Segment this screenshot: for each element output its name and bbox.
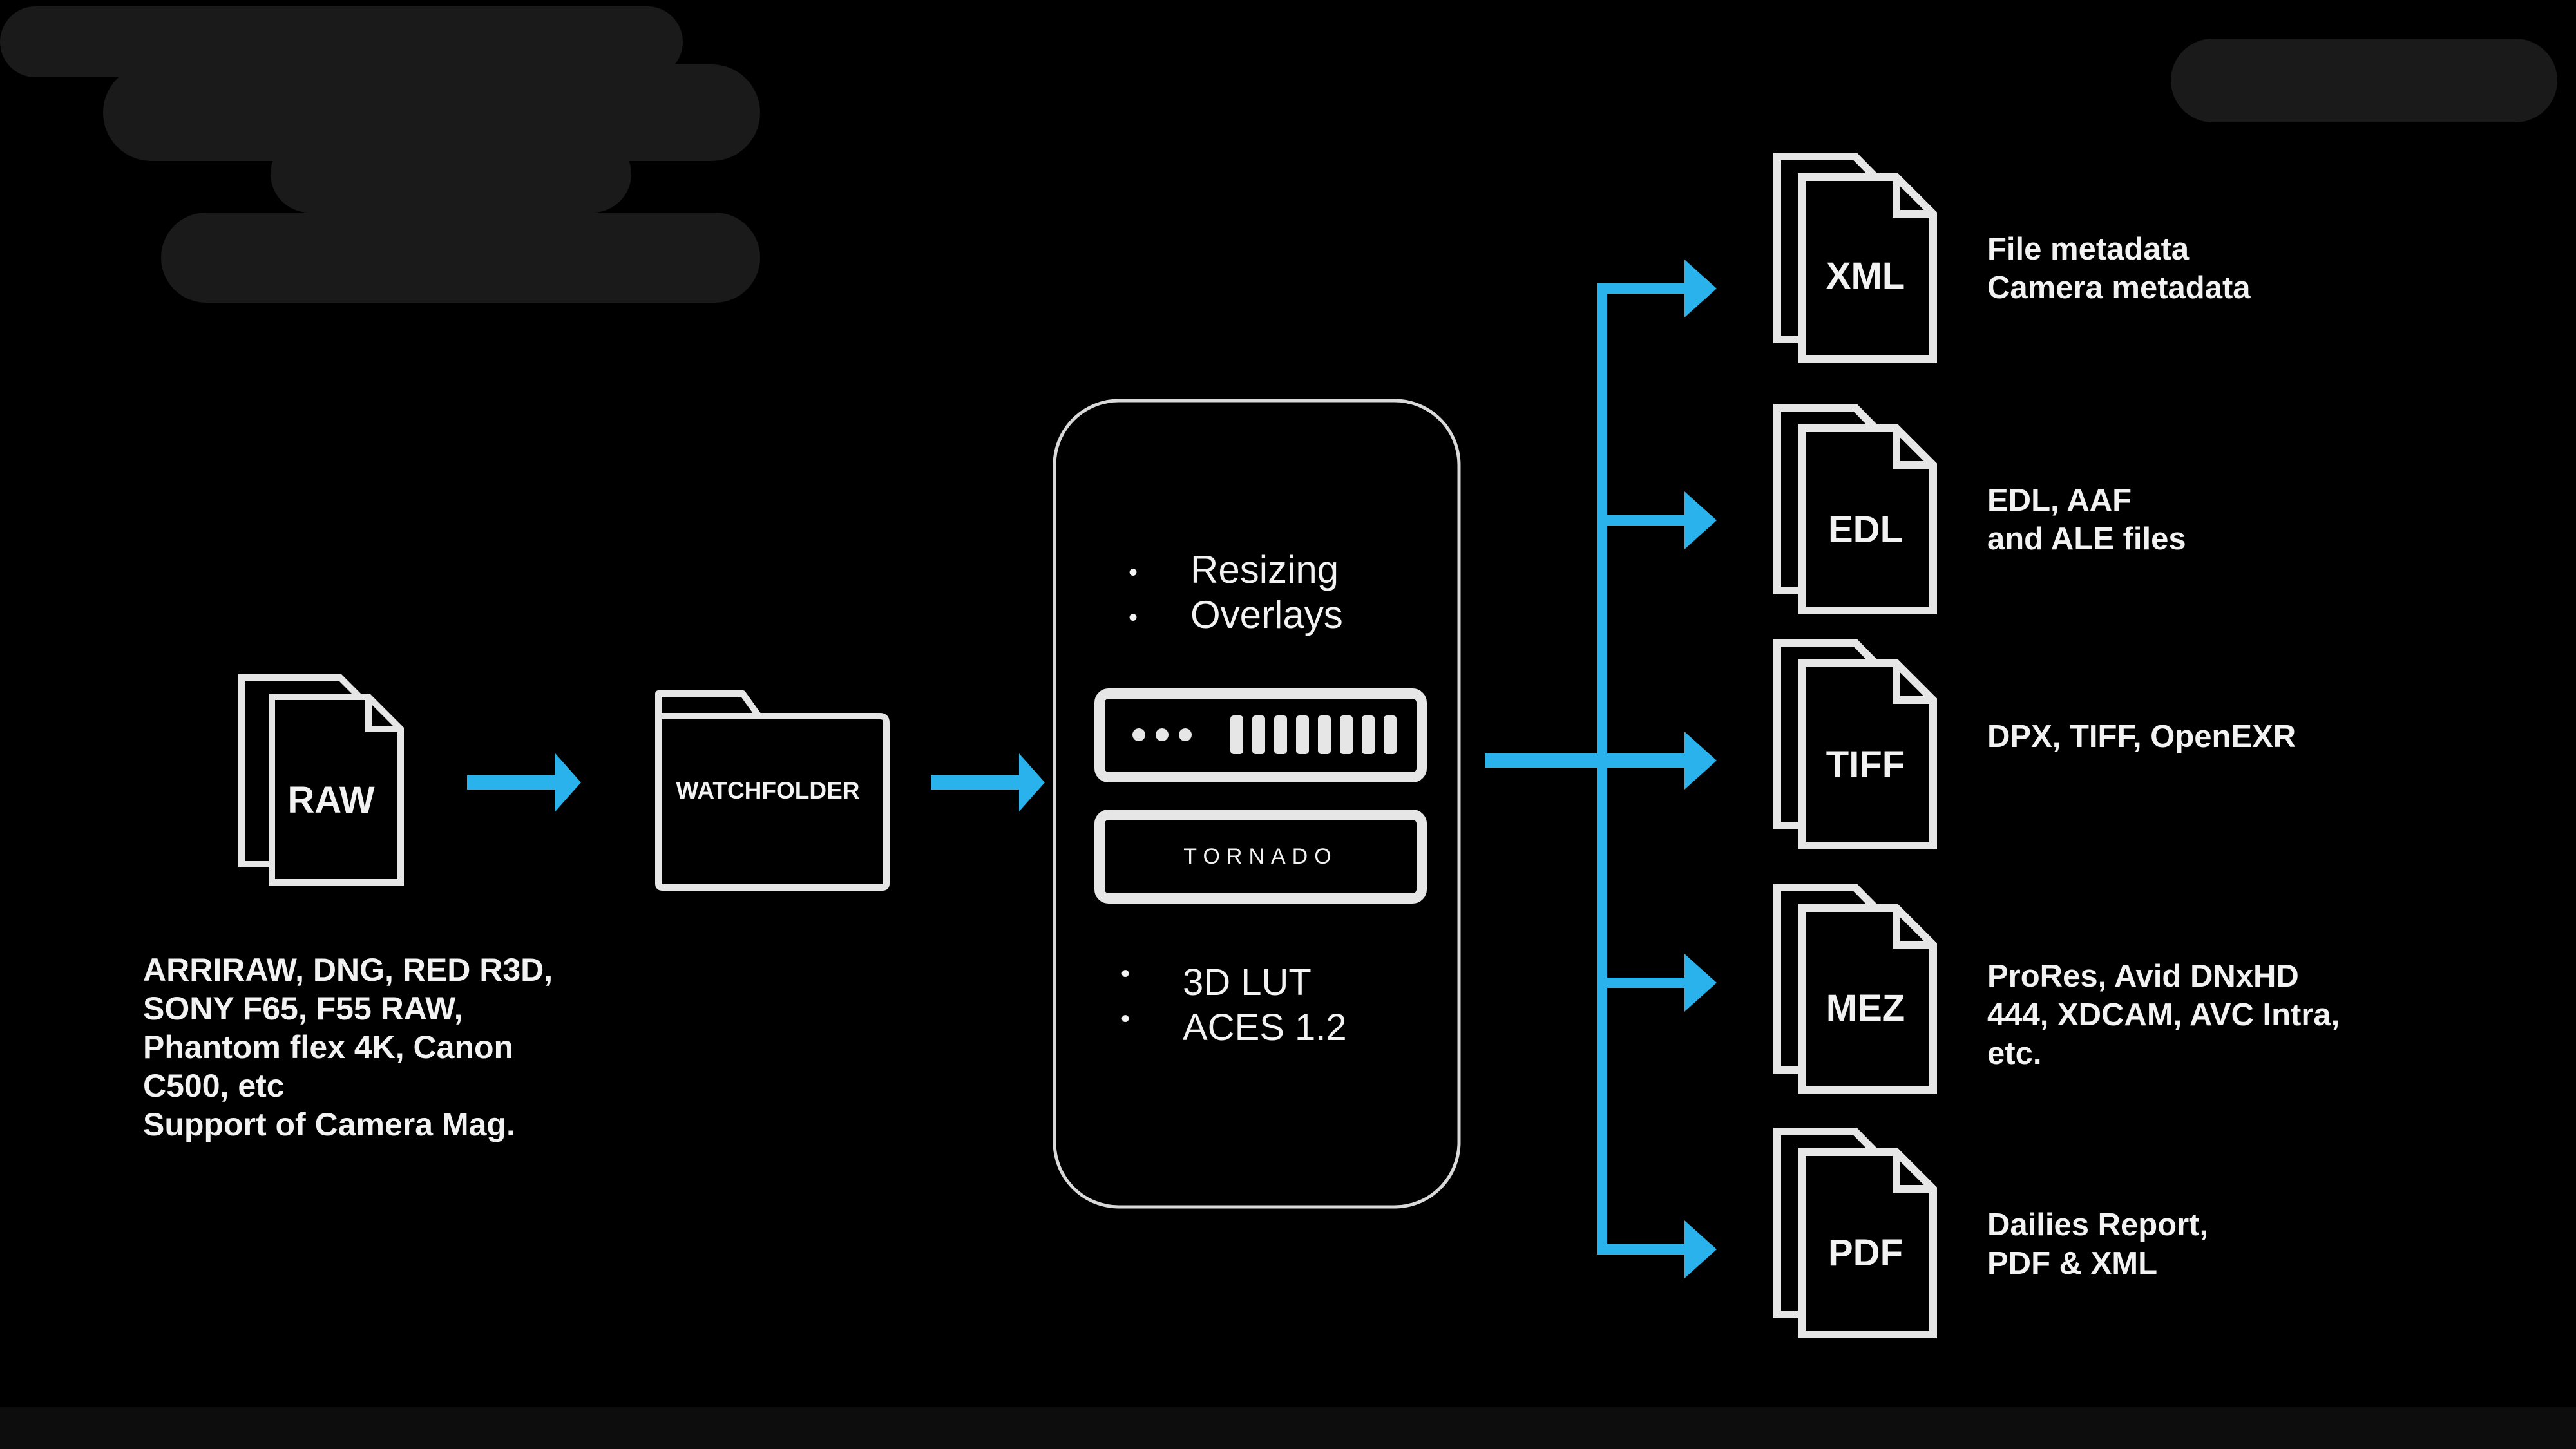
output-mez: MEZ ProRes, Avid DNxHD 444, XDCAM, AVC I… (1773, 884, 2340, 1094)
output-edl-description: EDL, AAF (1987, 483, 2132, 518)
tornado-device: TORNADO (1094, 810, 1427, 904)
main-output-line (1485, 753, 1707, 768)
output-mez-description: etc. (1987, 1036, 2041, 1071)
output-edl-label: EDL (1828, 509, 1903, 551)
arrowhead-xml (1684, 260, 1717, 317)
input-description-line: Phantom flex 4K, Canon (143, 1029, 513, 1065)
watchfolder-label: WATCHFOLDER (676, 777, 860, 804)
output-pdf: PDF Dailies Report, PDF & XML (1773, 1128, 2208, 1338)
processor-feature-aces: ACES 1.2 (1183, 1007, 1347, 1048)
input-description-line: Support of Camera Mag. (143, 1106, 515, 1142)
output-edl-description: and ALE files (1987, 522, 2186, 556)
arrowhead-tiff (1684, 732, 1717, 790)
output-edl: EDL EDL, AAF and ALE files (1773, 404, 2186, 614)
document-stack-icon (1773, 639, 1937, 849)
raw-file-icon (238, 674, 404, 886)
branch-line-pdf (1597, 1244, 1710, 1255)
arrowhead-pdf (1684, 1220, 1717, 1278)
output-pdf-description: PDF & XML (1987, 1246, 2157, 1281)
branch-line-edl (1597, 515, 1710, 526)
input-description: ARRIRAW, DNG, RED R3D, SONY F65, F55 RAW… (143, 952, 553, 1142)
distribution-arrows (1485, 260, 1717, 1278)
processor-top-bullets: • Resizing • Overlays (1129, 548, 1343, 636)
processor-box (1053, 399, 1461, 1209)
vertical-bus-line (1597, 283, 1607, 1249)
arrowhead-mez (1684, 954, 1717, 1012)
output-mez-label: MEZ (1826, 987, 1905, 1029)
input-description-line: C500, etc (143, 1068, 285, 1104)
processor-feature-3d-lut: 3D LUT (1183, 961, 1312, 1003)
output-xml-label: XML (1826, 255, 1905, 297)
branch-line-xml (1597, 283, 1710, 294)
document-stack-icon (1773, 153, 1937, 363)
input-description-line: SONY F65, F55 RAW, (143, 990, 463, 1027)
output-mez-description: ProRes, Avid DNxHD (1987, 959, 2299, 994)
output-tiff-label: TIFF (1826, 744, 1905, 786)
output-xml: XML File metadata Camera metadata (1773, 153, 2251, 363)
document-stack-icon (1773, 1128, 1937, 1338)
output-tiff-description: DPX, TIFF, OpenEXR (1987, 719, 2296, 754)
raw-file-label: RAW (287, 779, 375, 821)
tornado-label: TORNADO (1183, 844, 1337, 869)
output-mez-description: 444, XDCAM, AVC Intra, (1987, 998, 2340, 1032)
bullet-glyph: • (1121, 960, 1130, 988)
bullet-glyph: • (1129, 603, 1138, 632)
bullet-glyph: • (1121, 1005, 1130, 1033)
bottom-bar (0, 1407, 2576, 1449)
bullet-glyph: • (1129, 558, 1138, 587)
output-pdf-description: Dailies Report, (1987, 1208, 2208, 1242)
arrow-watchfolder-to-processor (931, 753, 1045, 811)
processor-feature-resizing: Resizing (1190, 548, 1339, 591)
redaction-marks (0, 6, 2557, 303)
server-rack-icon (1094, 688, 1427, 782)
output-xml-description: Camera metadata (1987, 270, 2251, 305)
document-stack-icon (1773, 404, 1937, 614)
document-stack-icon (1773, 884, 1937, 1094)
processor-feature-overlays: Overlays (1190, 593, 1343, 636)
input-description-line: ARRIRAW, DNG, RED R3D, (143, 952, 553, 988)
output-pdf-label: PDF (1828, 1232, 1903, 1274)
arrowhead-edl (1684, 491, 1717, 549)
processor-bottom-bullets: • 3D LUT • ACES 1.2 (1121, 960, 1347, 1048)
arrow-raw-to-watchfolder (467, 753, 581, 811)
branch-line-mez (1597, 978, 1710, 988)
output-xml-description: File metadata (1987, 232, 2190, 267)
watchfolder-icon (655, 690, 890, 891)
output-tiff: TIFF DPX, TIFF, OpenEXR (1773, 639, 2296, 849)
